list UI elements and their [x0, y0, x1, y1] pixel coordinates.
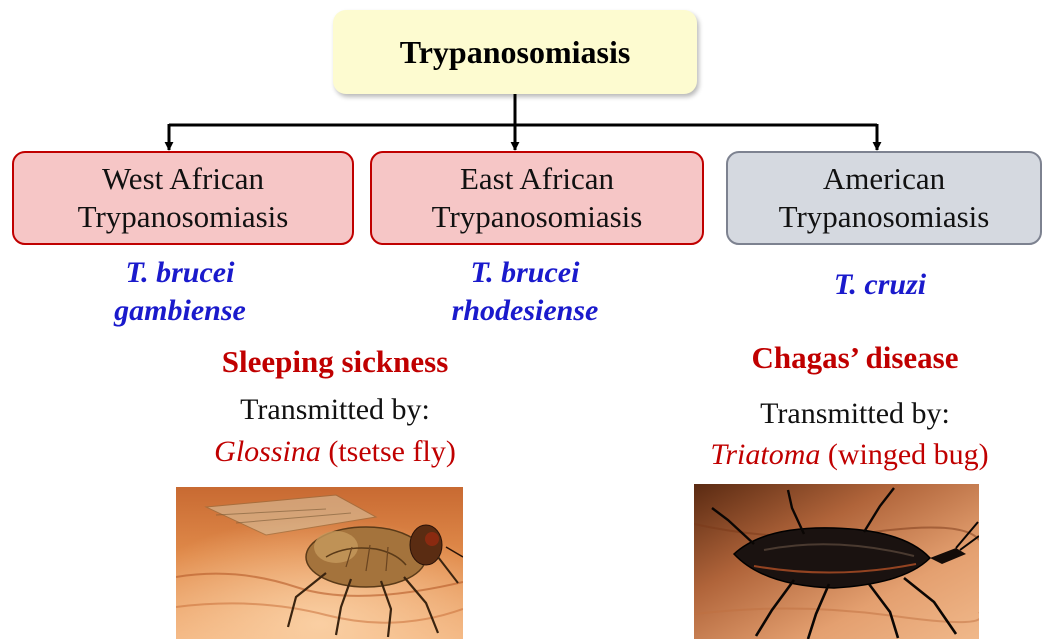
west-african-line1: West African	[102, 160, 264, 198]
american-line1: American	[823, 160, 945, 198]
species-rhodesiense-line1: T. brucei	[360, 254, 690, 292]
species-cruzi: T. cruzi	[730, 266, 1030, 304]
east-african-line2: Trypanosomiasis	[432, 198, 643, 236]
east-african-node: East African Trypanosomiasis	[370, 151, 704, 245]
american-line2: Trypanosomiasis	[779, 198, 990, 236]
vector-glossina-genus: Glossina	[214, 435, 321, 468]
species-gambiense-line1: T. brucei	[30, 254, 330, 292]
tsetse-fly-photo	[176, 487, 463, 639]
west-african-line2: Trypanosomiasis	[78, 198, 289, 236]
vector-glossina: Glossina (tsetse fly)	[110, 432, 560, 472]
vector-triatoma-common: (winged bug)	[828, 438, 989, 471]
disease-sleeping-sickness: Sleeping sickness	[130, 344, 540, 380]
species-rhodesiense: T. brucei rhodesiense	[360, 254, 690, 330]
species-rhodesiense-line2: rhodesiense	[360, 292, 690, 330]
root-title: Trypanosomiasis	[400, 34, 631, 71]
transmitted-by-right: Transmitted by:	[680, 394, 1030, 434]
vector-triatoma-genus: Triatoma	[710, 438, 820, 471]
vector-glossina-common: (tsetse fly)	[328, 435, 455, 468]
east-african-line1: East African	[460, 160, 614, 198]
vector-triatoma: Triatoma (winged bug)	[655, 435, 1044, 475]
disease-chagas: Chagas’ disease	[680, 340, 1030, 376]
west-african-node: West African Trypanosomiasis	[12, 151, 354, 245]
species-cruzi-line1: T. cruzi	[730, 266, 1030, 304]
transmitted-by-left: Transmitted by:	[130, 390, 540, 430]
triatoma-bug-icon	[694, 484, 979, 639]
species-gambiense: T. brucei gambiense	[30, 254, 330, 330]
species-gambiense-line2: gambiense	[30, 292, 330, 330]
root-node: Trypanosomiasis	[333, 10, 697, 94]
triatoma-bug-photo	[694, 484, 979, 639]
american-node: American Trypanosomiasis	[726, 151, 1042, 245]
tsetse-fly-icon	[176, 487, 463, 639]
